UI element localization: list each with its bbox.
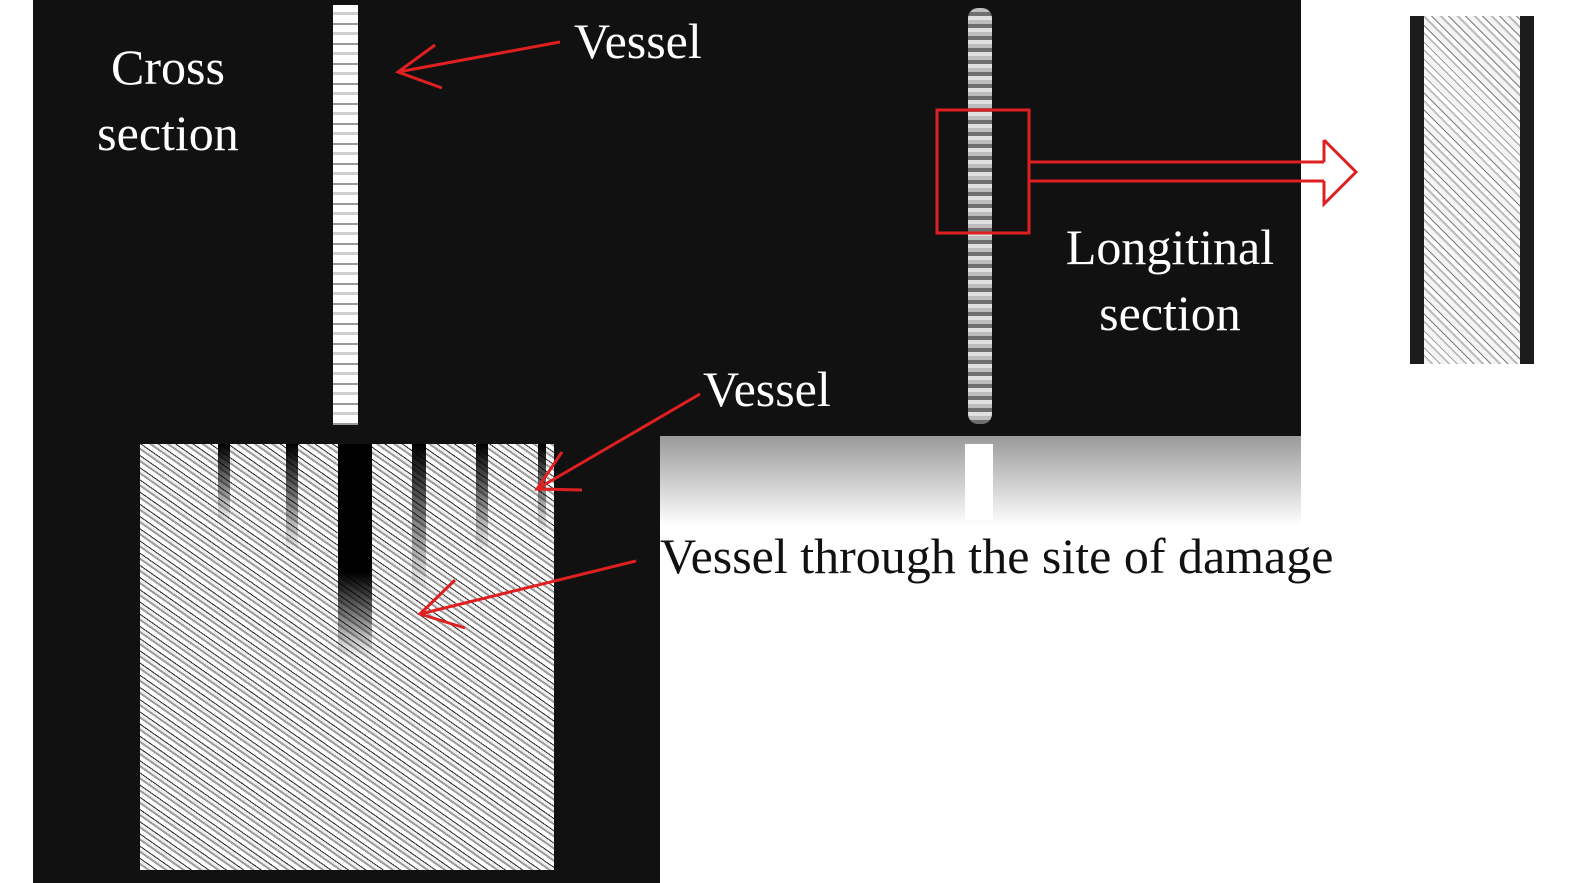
cross-section-label: Cross section bbox=[97, 39, 239, 161]
top-dark-panel bbox=[33, 0, 1301, 436]
vessel-channel-5 bbox=[476, 444, 488, 554]
vessel-label-top: Vessel bbox=[574, 13, 702, 69]
magnified-vessel-texture bbox=[1424, 16, 1520, 364]
vessel-label-bottom: Vessel bbox=[703, 361, 831, 417]
longitudinal-section-label: Longitinal section bbox=[1065, 219, 1275, 341]
vessel-top-arrow-head bbox=[394, 43, 443, 90]
magnified-inset bbox=[1410, 16, 1534, 364]
vessel-channel-3 bbox=[338, 444, 372, 659]
damage-arrow-shaft bbox=[419, 559, 637, 616]
damage-arrow-head bbox=[417, 578, 466, 630]
vessel-channel-4 bbox=[412, 444, 426, 594]
vessel-channel-2 bbox=[286, 444, 298, 554]
vessel-damage-label: Vessel through the site of damage bbox=[660, 528, 1334, 584]
vessel-scan-image bbox=[140, 444, 554, 870]
longitudinal-highlight-box bbox=[935, 108, 1031, 235]
vessel-bottom-arrow-shaft bbox=[536, 392, 701, 491]
scan-vessel-block bbox=[965, 444, 993, 520]
vessel-bottom-arrow-head bbox=[534, 451, 583, 492]
vessel-channel-1 bbox=[218, 444, 230, 524]
magnify-arrow-head bbox=[1322, 138, 1359, 208]
vessel-top-arrow-shaft bbox=[397, 40, 561, 74]
cross-section-vessel-strip bbox=[333, 5, 358, 425]
longitudinal-vessel-strip bbox=[968, 8, 992, 424]
